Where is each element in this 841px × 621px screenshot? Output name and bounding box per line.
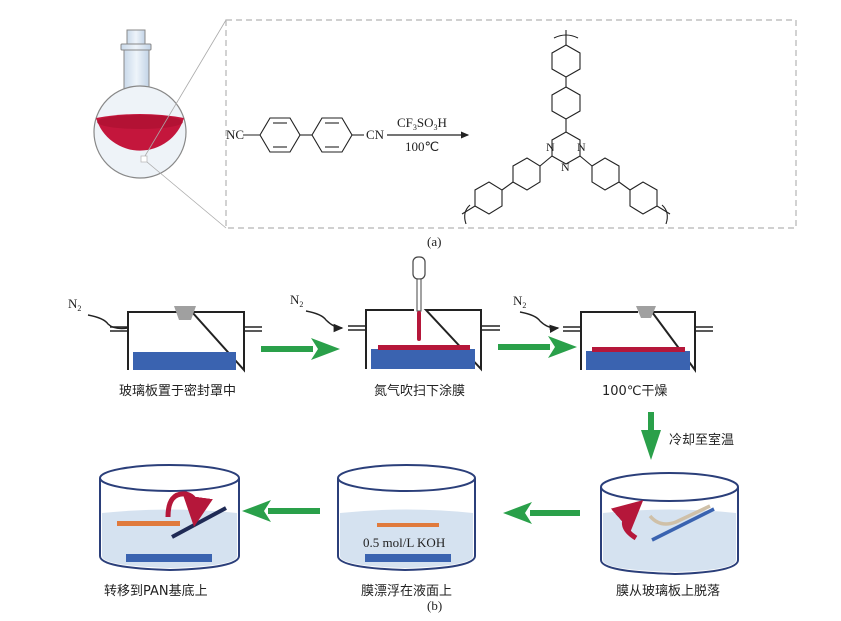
floating-film (377, 523, 439, 527)
reagent-sub: 3 (412, 123, 417, 132)
panel-a-label: (a) (427, 234, 442, 249)
coated-film (592, 347, 685, 352)
pipette-tip-solution (417, 311, 421, 341)
coated-film (378, 345, 470, 350)
process-arrow-2 (498, 336, 577, 358)
gas-flow-line (305, 310, 344, 333)
glass-plate (126, 554, 212, 562)
glass-plate (133, 352, 236, 370)
chamber-outline (365, 309, 482, 372)
step-3-caption: 100℃干燥 (602, 384, 668, 399)
triazine-n-left: N (546, 140, 555, 154)
reagent-part: SO (416, 115, 434, 130)
flask-stopper (126, 29, 146, 45)
pipette-stem (416, 278, 422, 312)
reagent-sub: 3 (433, 123, 438, 132)
reagent-part: H (437, 115, 447, 130)
chamber-outline (580, 311, 696, 374)
process-arrow-4 (242, 500, 320, 522)
reactant-right-group: CN (366, 127, 385, 142)
chamber-1 (87, 306, 262, 373)
triazine-n-bottom: N (561, 160, 570, 174)
water (340, 509, 473, 568)
gas-label: N (68, 296, 78, 311)
reagent-part: CF (397, 115, 413, 130)
n2-label-2: N2 (290, 292, 303, 309)
floating-film (117, 521, 180, 526)
gas-sub: 2 (299, 300, 304, 309)
chamber-cap (174, 306, 196, 320)
process-arrow-3 (503, 502, 580, 524)
step-6-caption: 转移到PAN基底上 (104, 584, 208, 599)
polymer-bracket-left (464, 204, 471, 225)
gas-flow-line (519, 311, 560, 334)
gas-label: N (513, 293, 523, 308)
triazine-n-right: N (577, 140, 586, 154)
reaction-zoom-box (225, 19, 797, 229)
gas-sub: 2 (522, 301, 527, 310)
chamber-outline (127, 311, 245, 373)
chamber-3 (519, 306, 713, 374)
triazine-ring (551, 131, 581, 165)
flask-lip (120, 43, 152, 51)
zoom-line-bottom (146, 161, 227, 229)
dish-5 (337, 464, 476, 572)
n2-label-1: N2 (68, 296, 81, 313)
benzene-ring-left-outer (474, 181, 503, 215)
zoom-region-marker (140, 155, 148, 163)
bond (539, 155, 553, 167)
chamber-2 (305, 256, 500, 372)
process-arrow-down (641, 412, 661, 460)
polymer-bracket-right (661, 204, 668, 225)
flask-neck (123, 49, 150, 93)
dish-rim (600, 472, 739, 502)
benzene-ring-top-inner (551, 86, 581, 120)
dish-rim (99, 464, 240, 492)
glass-plate (586, 351, 690, 370)
process-arrow-1 (261, 338, 340, 360)
benzene-ring-right-outer (629, 181, 658, 215)
step-5-caption: 膜漂浮在液面上 (361, 584, 453, 599)
dish-6 (99, 464, 240, 572)
detaching-film (648, 504, 711, 526)
panel-b-label: (b) (427, 598, 443, 613)
bond (579, 155, 593, 167)
glass-plate (365, 554, 451, 562)
zoom-line-top (144, 19, 227, 157)
step-4-caption: 膜从玻璃板上脱落 (616, 584, 721, 599)
reactant-biphenyl-dicarbonitrile (243, 117, 364, 153)
benzene-ring-right-inner (591, 157, 620, 191)
step-2-caption: 氮气吹扫下涂膜 (374, 384, 466, 399)
liquid-surface (97, 115, 183, 129)
chamber-cap (636, 306, 656, 318)
koh-solution-label: 0.5 mol/L KOH (363, 535, 446, 550)
condition-label: 100℃ (405, 139, 440, 154)
dish-4 (600, 472, 739, 576)
bond (618, 181, 631, 191)
benzene-ring-left-inner (512, 157, 541, 191)
n2-label-3: N2 (513, 293, 526, 310)
bond (501, 181, 514, 191)
reactant-left-group: NC (226, 127, 245, 142)
gas-label: N (290, 292, 300, 307)
bond (656, 205, 671, 215)
gas-flow-line (87, 314, 129, 330)
round-bottom-flask (93, 19, 227, 229)
step-1-caption: 玻璃板置于密封罩中 (119, 384, 237, 399)
product-triazine-framework (461, 30, 671, 225)
pipette-bulb (412, 256, 426, 280)
reagent-label: CF3SO3H (397, 115, 447, 132)
benzene-ring-top-outer (551, 44, 581, 78)
glass-plate (371, 349, 475, 369)
dish-rim (337, 464, 476, 492)
bond (461, 205, 476, 215)
glass-plate (651, 507, 715, 542)
curved-arrow-icon (610, 500, 644, 541)
cooling-label: 冷却至室温 (669, 433, 735, 448)
curved-arrow-icon (165, 491, 213, 527)
gas-sub: 2 (77, 304, 82, 313)
